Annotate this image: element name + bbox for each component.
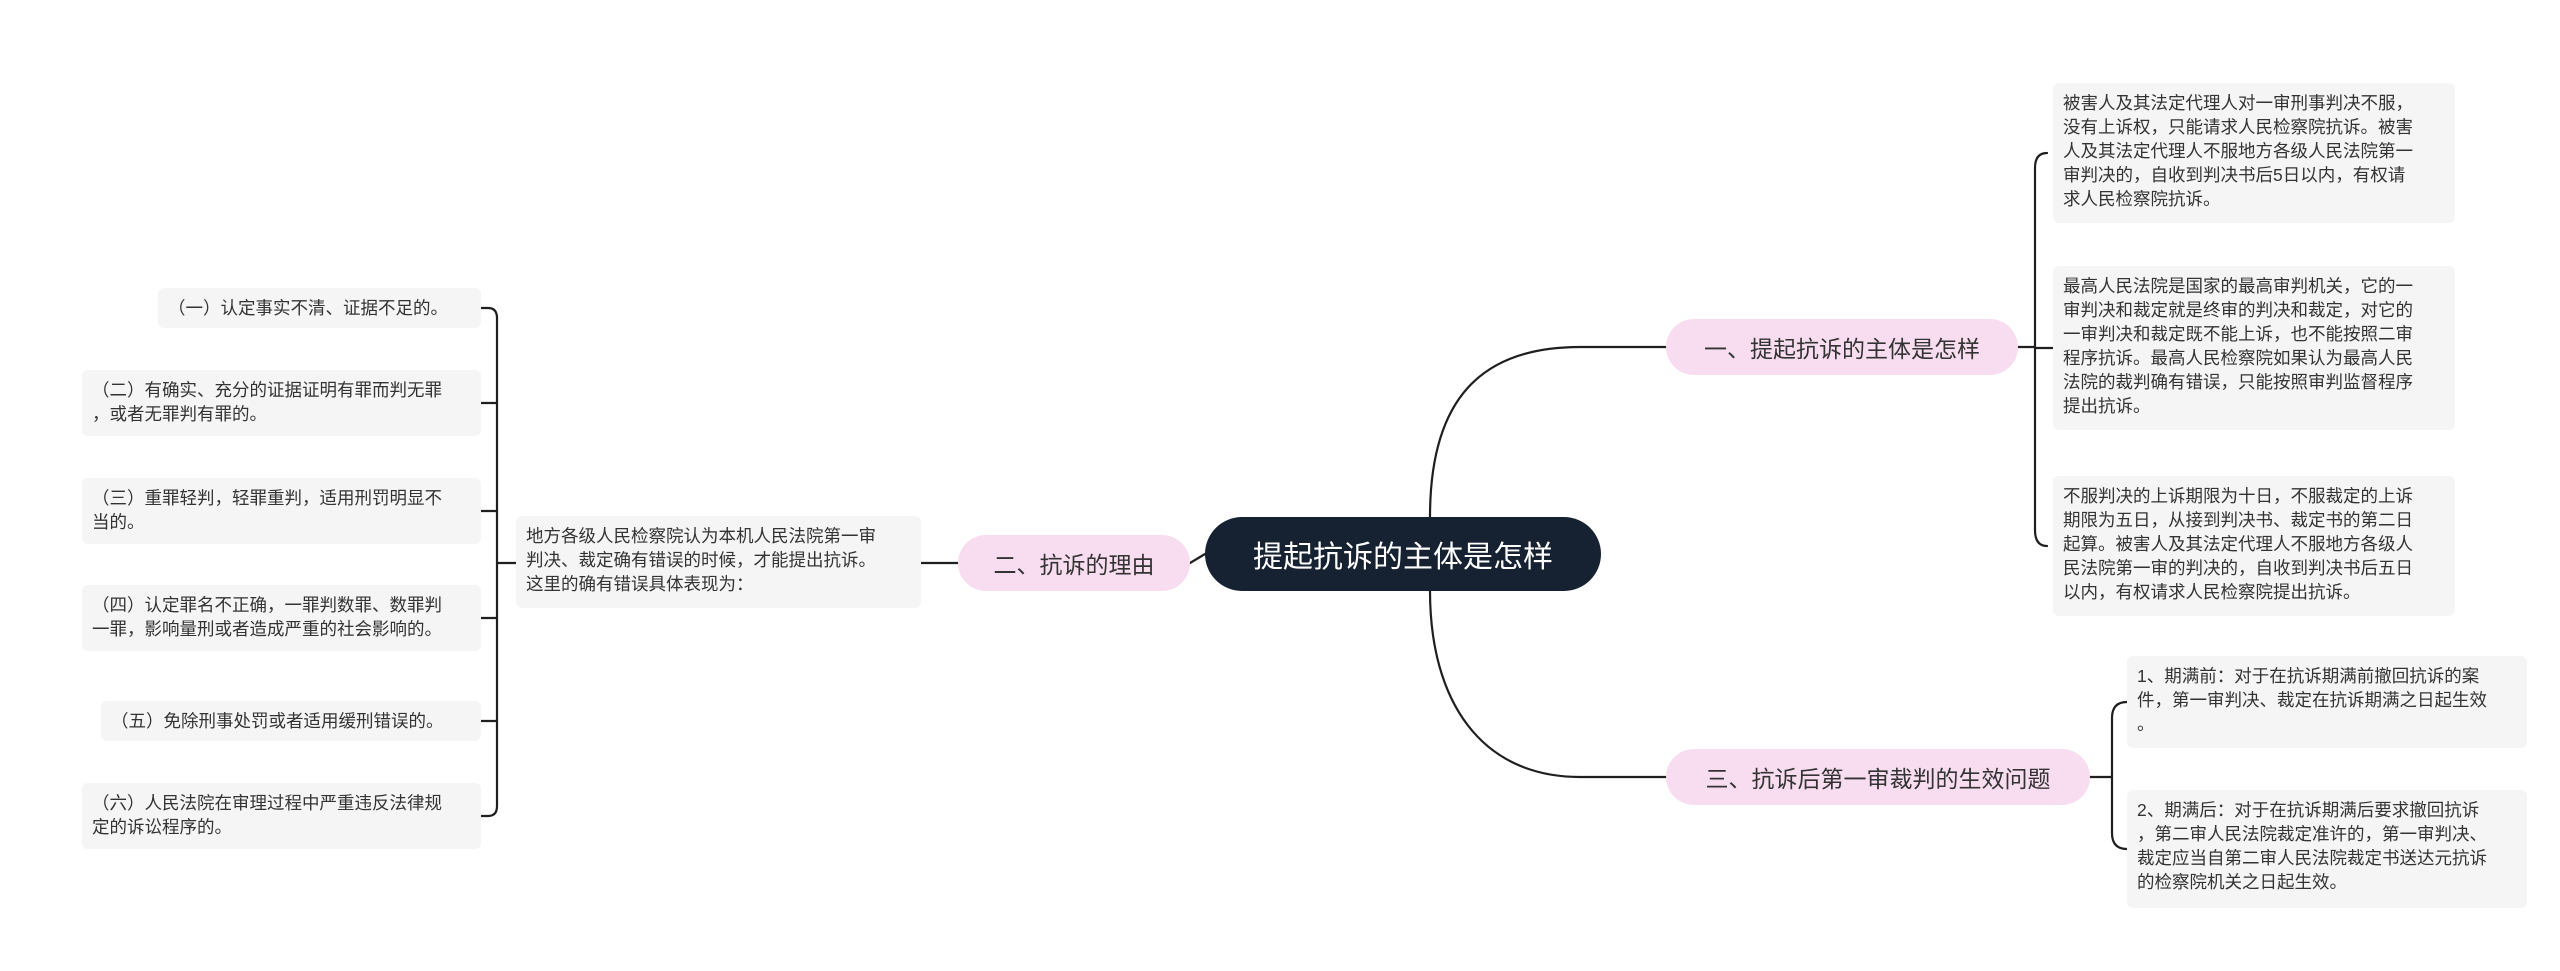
link-root-grounds [1188,552,1207,565]
leaf-effect-1[interactable]: 1、期满前：对于在抗诉期满前撤回抗诉的案 件，第一审判决、裁定在抗诉期满之日起生… [2127,656,2527,748]
leaf-grounds-3[interactable]: （三）重罪轻判，轻罪重判，适用刑罚明显不 当的。 [82,478,481,544]
leaf-subject-2[interactable]: 最高人民法院是国家的最高审判机关，它的一 审判决和裁定就是终审的判决和裁定，对它… [2053,266,2455,430]
root-node[interactable]: 提起抗诉的主体是怎样 [1205,517,1601,591]
leaf-effect-2[interactable]: 2、期满后：对于在抗诉期满后要求撤回抗诉 ，第二审人民法院裁定准许的，第一审判决… [2127,790,2527,908]
leaf-grounds-5[interactable]: （五）免除刑事处罚或者适用缓刑错误的。 [101,701,481,741]
bracket-subject [2033,151,2049,548]
root-title: 提起抗诉的主体是怎样 [1253,541,1553,574]
topic-subject-label: 一、提起抗诉的主体是怎样 [1704,336,1980,362]
bracket-grounds [486,306,499,818]
leaf-grounds-2[interactable]: （二）有确实、充分的证据证明有罪而判无罪 ，或者无罪判有罪的。 [82,370,481,436]
leaf-grounds-1[interactable]: （一）认定事实不清、证据不足的。 [158,288,481,328]
topic-grounds-label: 二、抗诉的理由 [993,552,1155,578]
topic-effect[interactable]: 三、抗诉后第一审裁判的生效问题 [1666,749,2090,805]
topic-grounds[interactable]: 二、抗诉的理由 [958,535,1190,591]
topic-effect-label: 三、抗诉后第一审裁判的生效问题 [1705,766,2051,792]
topic-subject[interactable]: 一、提起抗诉的主体是怎样 [1666,319,2018,375]
leaf-subject-3[interactable]: 不服判决的上诉期限为十日，不服裁定的上诉 期限为五日，从接到判决书、裁定书的第二… [2053,476,2455,616]
leaf-grounds-6[interactable]: （六）人民法院在审理过程中严重违反法律规 定的诉讼程序的。 [82,783,481,849]
grounds-intro[interactable]: 地方各级人民检察院认为本机人民法院第一审 判决、裁定确有错误的时候，才能提出抗诉… [516,516,921,608]
link-root-subject [1428,345,1668,519]
leaf-subject-1[interactable]: 被害人及其法定代理人对一审刑事判决不服， 没有上诉权，只能请求人民检察院抗诉。被… [2053,83,2455,223]
link-root-effect [1428,589,1668,779]
bracket-effect [2110,700,2129,851]
leaf-grounds-4[interactable]: （四）认定罪名不正确，一罪判数罪、数罪判 一罪，影响量刑或者造成严重的社会影响的… [82,585,481,651]
